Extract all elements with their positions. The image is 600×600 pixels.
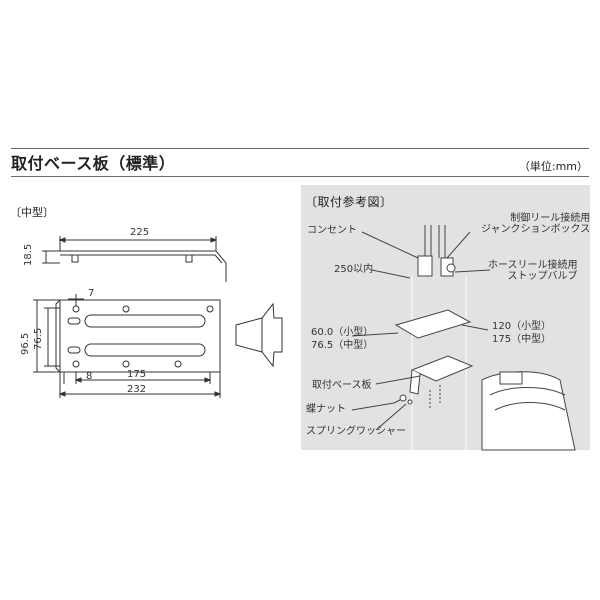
callout-medium-76: 76.5（中型）: [311, 340, 374, 351]
title-bottom-rule: [11, 176, 589, 177]
dim-7: 7: [88, 288, 95, 299]
page-title: 取付ベース板（標準）: [11, 154, 176, 173]
callout-hose-reel-line1: ホースリール接続用: [488, 260, 578, 271]
size-label: 〔中型〕: [10, 206, 54, 219]
callout-small-120: 120（小型）: [492, 321, 552, 332]
outlet-box: [417, 255, 433, 277]
dim-8: 8: [86, 371, 93, 382]
mounting-bracket: [410, 355, 474, 382]
unit-label: （単位:mm）: [518, 160, 588, 173]
callout-outlet: コンセント: [307, 225, 357, 236]
base-plate-front: [59, 299, 221, 373]
callout-junction-box: 制御リール接続用 ジャンクションボックス: [481, 213, 590, 235]
callout-junction-box-line2: ジャンクションボックス: [481, 224, 591, 235]
callout-hose-reel-line2: ストップバルブ: [507, 271, 578, 282]
hose-reel: [481, 371, 576, 451]
plate-side-profile: [60, 250, 227, 282]
lower-slot: [84, 343, 206, 357]
title-top-rule: [11, 148, 589, 149]
callout-junction-box-line1: 制御リール接続用: [510, 213, 591, 224]
dim-232: 232: [127, 384, 147, 395]
reference-title: 〔取付参考図〕: [305, 195, 393, 209]
callout-small-60: 60.0（小型）: [311, 327, 374, 338]
mounting-plate: [394, 309, 472, 339]
callout-within-250: 250以内: [334, 264, 374, 275]
callout-hose-reel: ホースリール接続用 ストップバルブ: [488, 260, 578, 282]
callout-medium-175: 175（中型）: [492, 334, 552, 345]
dim-175: 175: [127, 369, 147, 380]
callout-spring-washer: スプリングワッシャー: [306, 426, 406, 437]
callout-base-plate: 取付ベース板: [312, 380, 372, 391]
bracket-side-profile: [235, 302, 283, 368]
dim-225: 225: [130, 227, 150, 238]
upper-slot: [84, 314, 206, 328]
callout-wing-nut: 蝶ナット: [306, 404, 346, 415]
